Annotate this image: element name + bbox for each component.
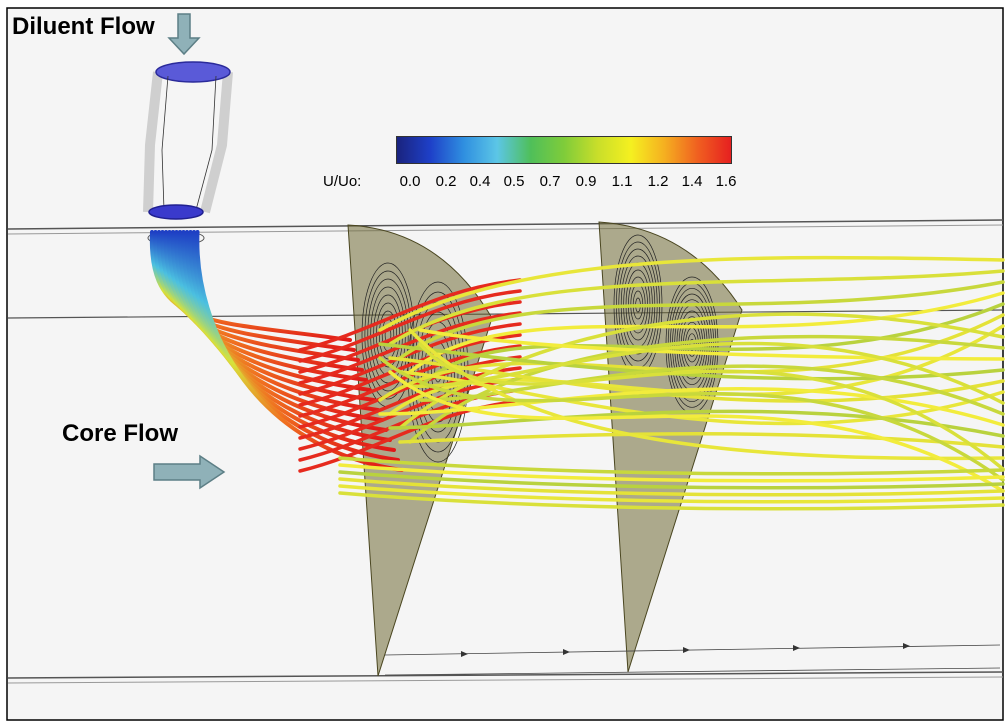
core-streamline — [418, 342, 1005, 471]
core-streamline — [398, 370, 1005, 426]
colorbar-tick-label: 0.9 — [575, 173, 597, 190]
core-streamline — [338, 470, 1005, 490]
colorbar-tick-label: 1.6 — [715, 173, 737, 190]
streamlines — [149, 230, 1005, 511]
wall-streamlines — [384, 643, 1001, 676]
diluent-pipe — [143, 61, 233, 246]
jet-streamline — [298, 344, 522, 418]
core-streamline — [338, 463, 1005, 483]
core-streamline — [398, 312, 1005, 430]
core-flow-label: Core Flow — [62, 420, 179, 447]
vortex-contour — [364, 270, 412, 400]
core-streamline — [338, 456, 1005, 476]
core-streamline — [408, 291, 1005, 374]
core-streamline — [398, 432, 1005, 449]
colorbar-tick-label: 0.0 — [399, 173, 421, 190]
core-streamline — [338, 491, 1005, 511]
core-streamline — [388, 370, 1005, 493]
core-streamline — [378, 255, 1005, 332]
diluent-flow-arrow — [167, 13, 201, 56]
core-streamline — [398, 280, 1005, 360]
jet-streamline — [298, 311, 522, 385]
core-streamline — [408, 334, 1005, 444]
colorbar-gradient — [396, 136, 732, 164]
core-streamline — [338, 477, 1005, 497]
core-streamline — [408, 341, 1005, 405]
colorbar-tick-labels: 0.0 0.2 0.4 0.5 0.7 0.9 1.1 1.2 1.4 1.6 — [396, 173, 756, 193]
jet-streamline — [298, 278, 522, 352]
colorbar-tick-label: 1.2 — [647, 173, 669, 190]
jet-streamline — [298, 355, 522, 429]
colorbar-tick-label: 0.2 — [435, 173, 457, 190]
jet-streamline — [298, 377, 522, 451]
colorbar-tick-label: 1.1 — [611, 173, 633, 190]
core-streamline — [388, 409, 1005, 438]
core-streamline — [338, 484, 1005, 504]
duct-bottom-wall — [7, 671, 1004, 679]
core-streamline — [388, 269, 1005, 346]
colorbar-legend — [396, 136, 732, 164]
colorbar-tick-label: 0.5 — [503, 173, 525, 190]
colorbar-tick-label: 1.4 — [681, 173, 703, 190]
diluent-flow-label: Diluent Flow — [12, 13, 155, 40]
colorbar-variable-label: U/Uo: — [323, 173, 362, 190]
pipe-outlet-disk — [148, 204, 204, 220]
core-streamline — [378, 356, 1005, 482]
pipe-inlet-disk — [155, 61, 231, 83]
core-streamline — [418, 328, 1005, 361]
core-streamline — [378, 387, 1005, 427]
jet-streamline — [298, 289, 522, 363]
colorbar-tick-label: 0.4 — [469, 173, 491, 190]
colorbar-tick-label: 0.7 — [539, 173, 561, 190]
duct-top-wall — [7, 219, 1004, 230]
duct-bottom-wall-inner — [7, 676, 1004, 684]
core-streamline — [378, 313, 1005, 402]
core-flow-arrow — [153, 454, 226, 490]
core-streamline — [388, 324, 1005, 416]
cross-section-plane-2 — [598, 221, 743, 673]
